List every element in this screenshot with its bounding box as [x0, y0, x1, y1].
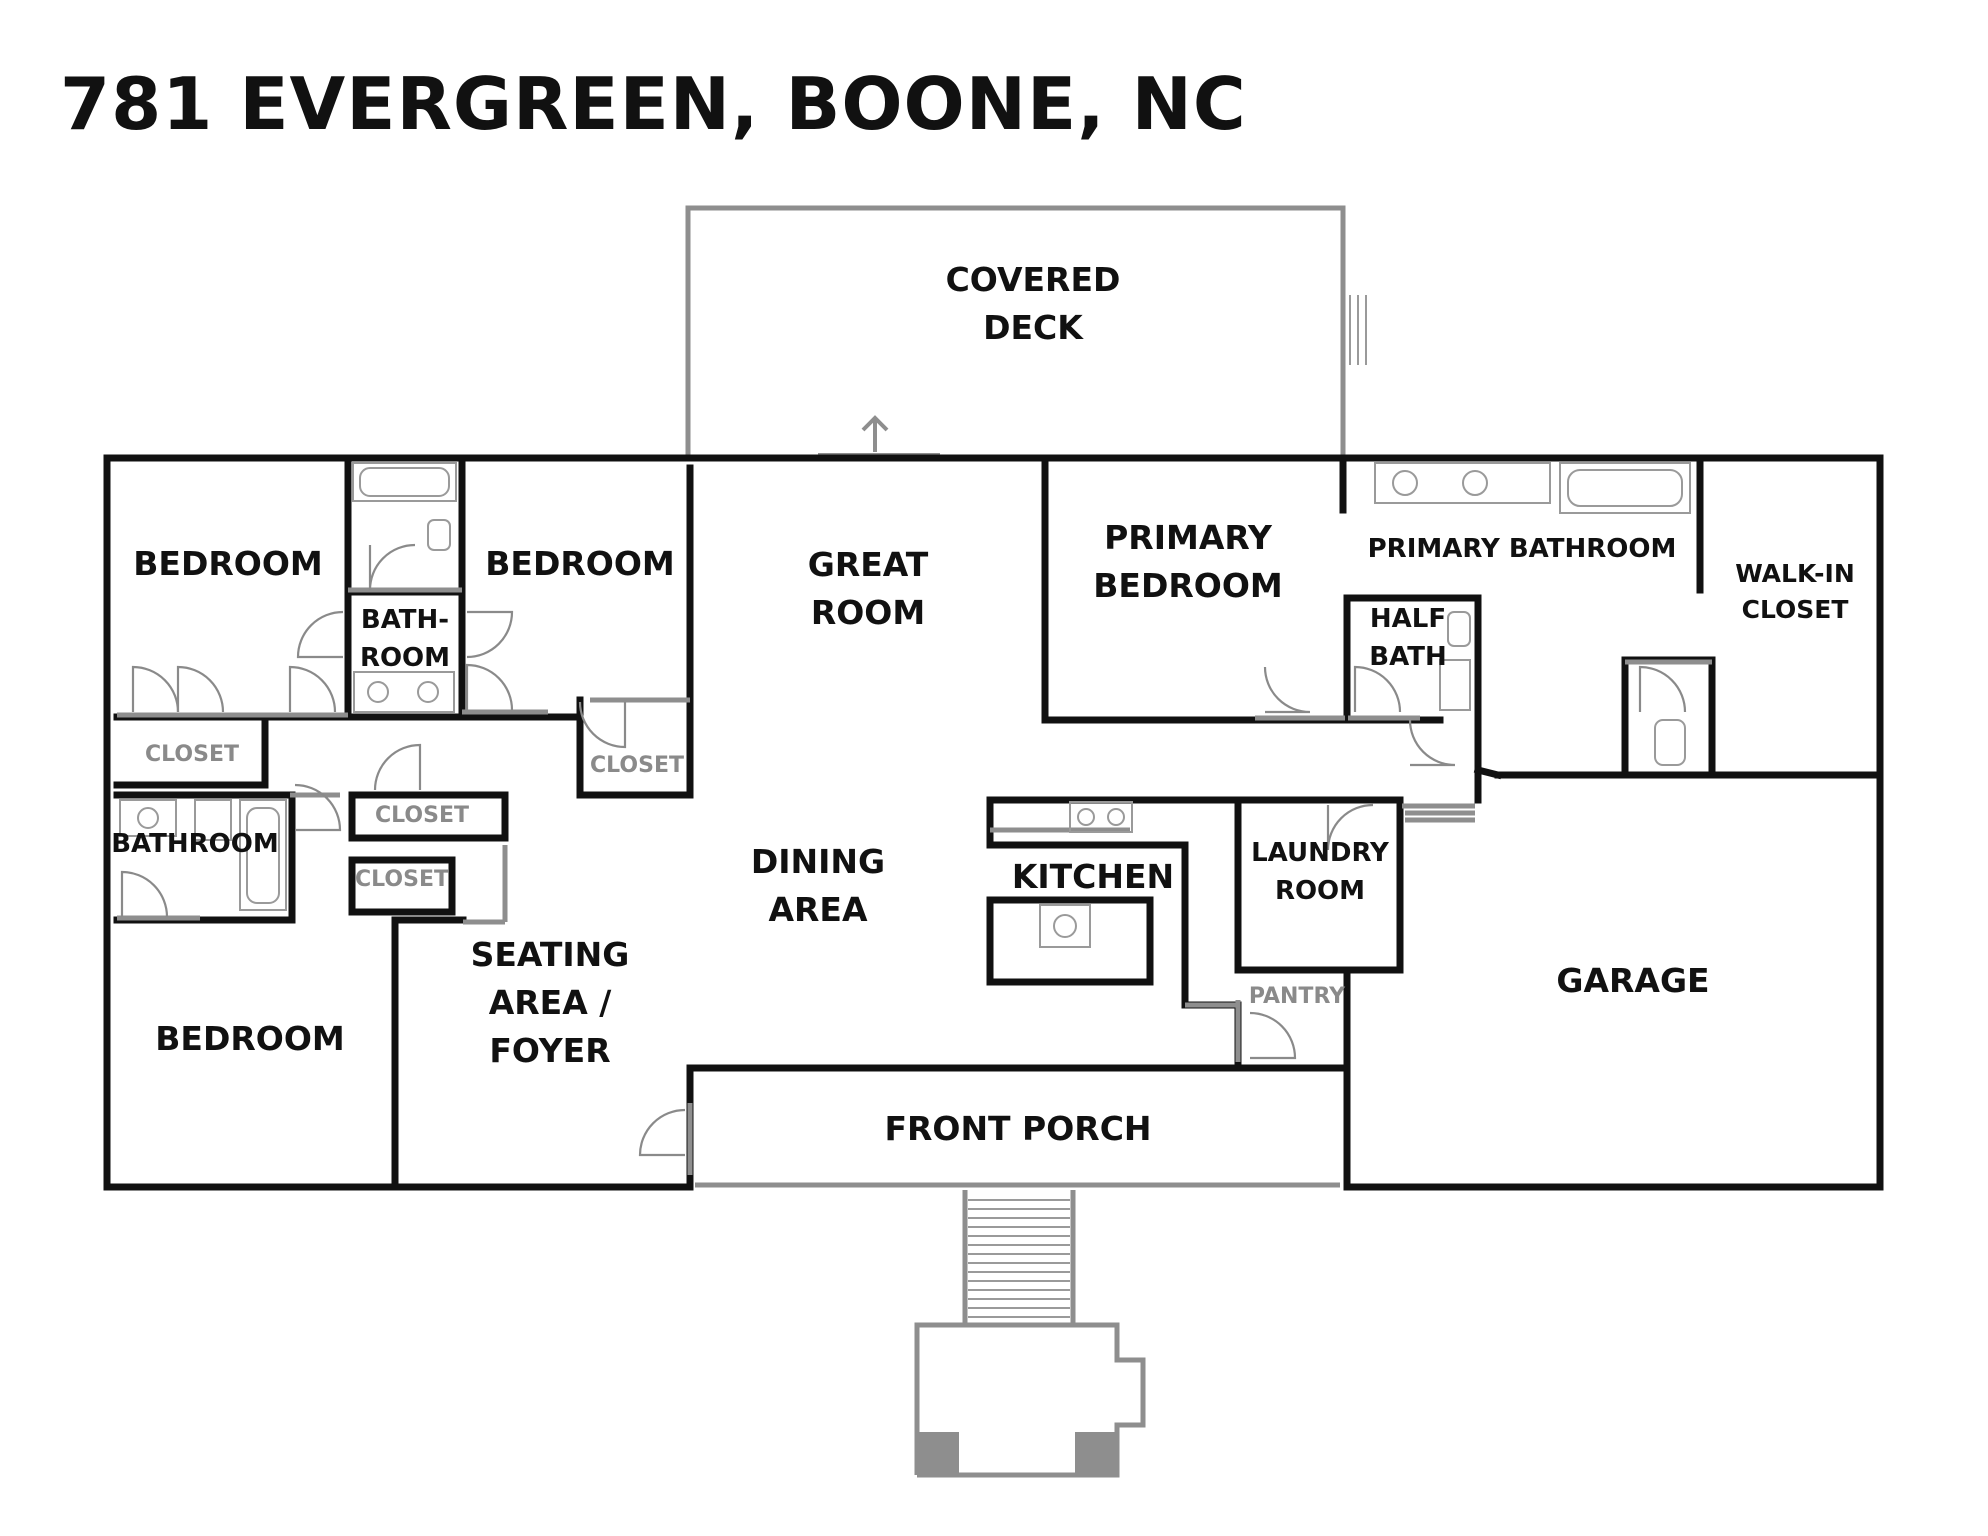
room-label-garage: GARAGE [1556, 961, 1709, 1000]
room-label-primary-bedroom: PRIMARY BEDROOM [1093, 518, 1282, 605]
room-label-covered-deck: COVERED DECK [946, 260, 1121, 347]
room-label-line: CLOSET [1742, 595, 1849, 624]
room-label-line: GREAT [808, 545, 929, 584]
interior-walls [113, 458, 1884, 1191]
covered-deck-outline [685, 205, 1367, 455]
room-label-line: DECK [983, 308, 1084, 347]
room-label-line: ROOM [811, 593, 925, 632]
room-label-primary-bathroom: PRIMARY BATHROOM [1368, 534, 1677, 564]
room-label-seating-area-foyer: SEATING AREA / FOYER [471, 935, 630, 1070]
room-label-line: BATH- [361, 605, 449, 635]
room-label-front-porch: FRONT PORCH [884, 1109, 1151, 1148]
room-label-line: BEDROOM [1093, 566, 1282, 605]
room-label-bathroom-small: BATH- ROOM [360, 605, 450, 673]
room-labels: COVERED DECK BEDROOM BATH- ROOM BEDROOM GR… [111, 260, 1855, 1148]
room-label-line: GARAGE [1556, 961, 1709, 1000]
room-label-dining-area: DINING AREA [751, 842, 885, 929]
doors [120, 543, 1687, 1157]
room-label-line: AREA / [489, 983, 613, 1022]
page-title: 781 EVERGREEN, BOONE, NC [60, 62, 1247, 146]
closet-label-hall: CLOSET [590, 753, 684, 778]
room-label-walk-in-closet: WALK-IN CLOSET [1735, 559, 1855, 624]
room-label-line: BEDROOM [485, 544, 674, 583]
room-label-half-bath: HALF BATH [1369, 604, 1446, 672]
room-label-bedroom-nw: BEDROOM [133, 544, 322, 583]
closet-label-center-1: CLOSET [375, 803, 469, 828]
room-label-line: FRONT PORCH [884, 1109, 1151, 1148]
room-label-line: BATHROOM [111, 829, 279, 859]
room-label-kitchen: KITCHEN [1012, 857, 1174, 896]
room-label-great-room: GREAT ROOM [808, 545, 929, 632]
room-label-line: BATH [1369, 642, 1446, 672]
closet-label-center-2: CLOSET [355, 867, 449, 892]
room-label-line: WALK-IN [1735, 559, 1855, 588]
room-label-line: PRIMARY [1104, 518, 1273, 557]
room-label-line: KITCHEN [1012, 857, 1174, 896]
room-label-line: AREA [768, 890, 867, 929]
room-label-bedroom-sw: BEDROOM [155, 1019, 344, 1058]
closet-labels: CLOSET CLOSET CLOSET CLOSET PANTRY [145, 742, 1346, 1009]
room-label-line: DINING [751, 842, 885, 881]
room-label-line: COVERED [946, 260, 1121, 299]
room-label-line: BEDROOM [155, 1019, 344, 1058]
room-label-laundry-room: LAUNDRY ROOM [1251, 838, 1390, 906]
room-label-line: LAUNDRY [1251, 838, 1390, 868]
rear-door-arrow-icon [818, 415, 940, 461]
room-label-line: PRIMARY BATHROOM [1368, 534, 1677, 564]
room-label-bedroom-n2: BEDROOM [485, 544, 674, 583]
room-label-line: ROOM [1275, 876, 1365, 906]
room-label-line: SEATING [471, 935, 630, 974]
closet-label-west: CLOSET [145, 742, 239, 767]
front-steps [914, 1190, 1146, 1478]
room-label-line: ROOM [360, 643, 450, 673]
room-label-line: HALF [1370, 604, 1446, 634]
light-partitions [117, 587, 1712, 1188]
fixtures [119, 462, 1691, 948]
room-label-line: BEDROOM [133, 544, 322, 583]
closet-label-pantry: PANTRY [1249, 984, 1346, 1009]
room-label-line: FOYER [489, 1031, 610, 1070]
room-label-bathroom-w: BATHROOM [111, 829, 279, 859]
